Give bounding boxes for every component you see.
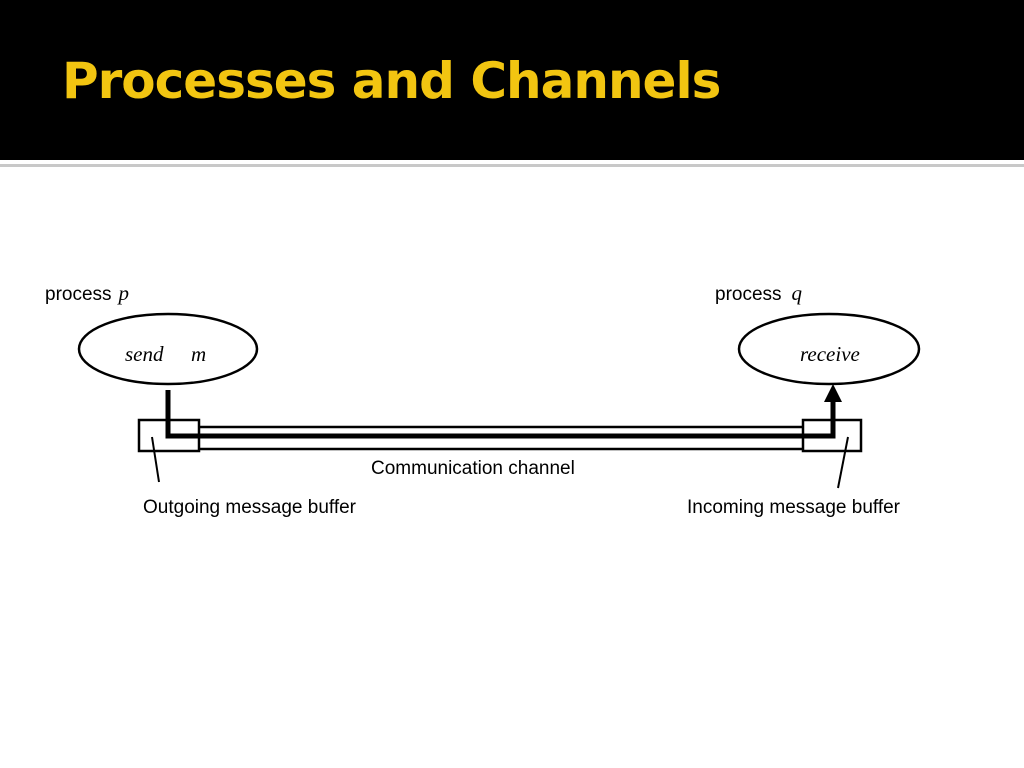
- process-q-label: process q: [715, 281, 803, 305]
- incoming-buffer-pointer: [837, 436, 849, 489]
- outgoing-buffer-label: Outgoing message buffer: [143, 497, 357, 518]
- message-arrowhead: [824, 384, 842, 402]
- channel-label: Communication channel: [371, 458, 575, 479]
- send-operation-text: send: [125, 342, 164, 366]
- receive-operation-text: receive: [800, 342, 860, 366]
- message-m-text: m: [191, 342, 206, 366]
- process-p-ellipse: [77, 312, 259, 386]
- incoming-buffer-label: Incoming message buffer: [687, 497, 901, 518]
- slide-title: Processes and Channels: [62, 52, 721, 110]
- process-q-ellipse: [737, 312, 921, 386]
- title-divider: [0, 164, 1024, 167]
- title-bar: [0, 0, 1024, 160]
- outgoing-buffer-pointer: [151, 436, 160, 483]
- process-p-label: process p: [45, 281, 129, 305]
- message-path: [165, 390, 836, 439]
